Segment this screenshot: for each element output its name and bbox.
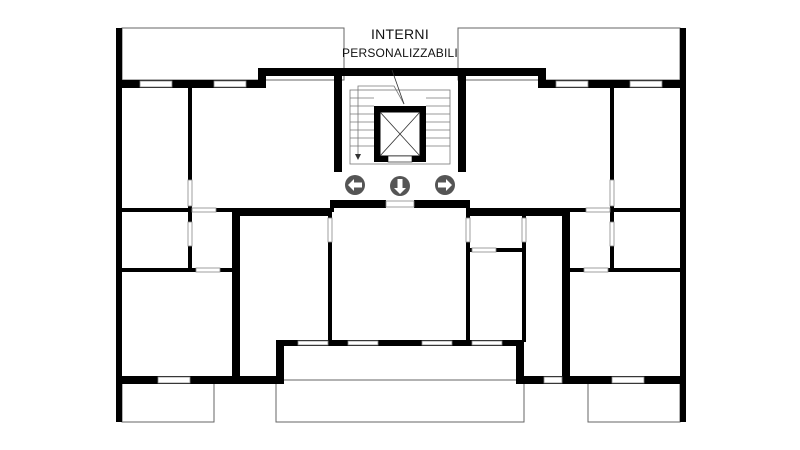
window [213, 80, 247, 88]
wall-mid-left [122, 208, 334, 212]
right-arrow-icon [435, 175, 455, 195]
window [543, 376, 563, 384]
wall-mid-center-right [466, 208, 570, 216]
window [195, 267, 221, 273]
wall-v-right-thin [610, 88, 614, 270]
wall-v-right-1 [562, 208, 570, 380]
windows [139, 80, 663, 384]
window [297, 340, 329, 346]
wall-top-left-step [258, 68, 266, 88]
window [139, 80, 173, 88]
walls [116, 28, 686, 422]
wall-v-bath [522, 210, 526, 342]
wall-core-right [458, 68, 466, 172]
wall-top-right-step [538, 68, 546, 88]
wall-bottom-step-right [516, 340, 524, 384]
wall-top-left-a [122, 80, 264, 88]
wall-h-left-closet [122, 268, 234, 272]
door-gap [585, 207, 611, 213]
wall-left-edge [116, 28, 122, 422]
label-interni: INTERNI [370, 26, 430, 42]
window [347, 340, 379, 346]
door-gap [187, 179, 193, 207]
wall-mid-right [570, 208, 680, 212]
door-gap [191, 207, 217, 213]
label-leader-line [391, 69, 405, 105]
label-personalizzabili: PERSONALIZZABILI [342, 46, 458, 60]
wall-top-right-a [538, 80, 680, 88]
elevator-door [387, 155, 413, 163]
balcony-bottom-left [121, 379, 215, 423]
window [471, 340, 503, 346]
door-gap [609, 221, 615, 247]
elevator [374, 106, 426, 163]
window [421, 340, 453, 346]
window [611, 376, 645, 384]
door-gap [187, 221, 193, 247]
door-gap [327, 217, 333, 243]
wall-top-right-b [458, 68, 544, 76]
staircase [349, 85, 451, 165]
wall-bottom-center [278, 340, 522, 346]
door-gap [521, 217, 527, 243]
wall-top-left-b [258, 68, 342, 76]
stair-outline [349, 89, 451, 165]
wall-v-left-thin [188, 88, 192, 270]
wall-core-left [334, 68, 342, 172]
balcony-bottom-center [275, 379, 525, 423]
down-arrow-icon [390, 176, 410, 196]
wall-v-left-1 [232, 208, 240, 380]
landing-arrows [345, 175, 455, 196]
wall-bottom-left [122, 376, 284, 384]
wall-v-center-left [328, 210, 332, 342]
left-arrow-icon [345, 175, 365, 195]
stair-direction-line [357, 85, 405, 156]
wall-v-center-right [466, 210, 470, 342]
window [385, 200, 415, 208]
door-gap [465, 217, 471, 243]
elevator-cross [379, 111, 421, 157]
window [555, 80, 589, 88]
wall-h-right-closet [568, 268, 680, 272]
window [157, 376, 191, 384]
wall-bottom-step-left [276, 340, 284, 384]
wall-core-bottom-left [330, 200, 386, 208]
wall-core-top [334, 68, 466, 76]
balcony-bottom-right [587, 379, 681, 423]
wall-mid-center [232, 208, 332, 216]
window [583, 267, 609, 273]
stair-direction-arrowhead [355, 154, 361, 160]
window [629, 80, 663, 88]
wall-bottom-right [516, 376, 680, 384]
wall-core-bottom-right [414, 200, 470, 208]
door-gap [609, 179, 615, 207]
wall-right-edge [680, 28, 686, 422]
door-gap [471, 247, 497, 253]
